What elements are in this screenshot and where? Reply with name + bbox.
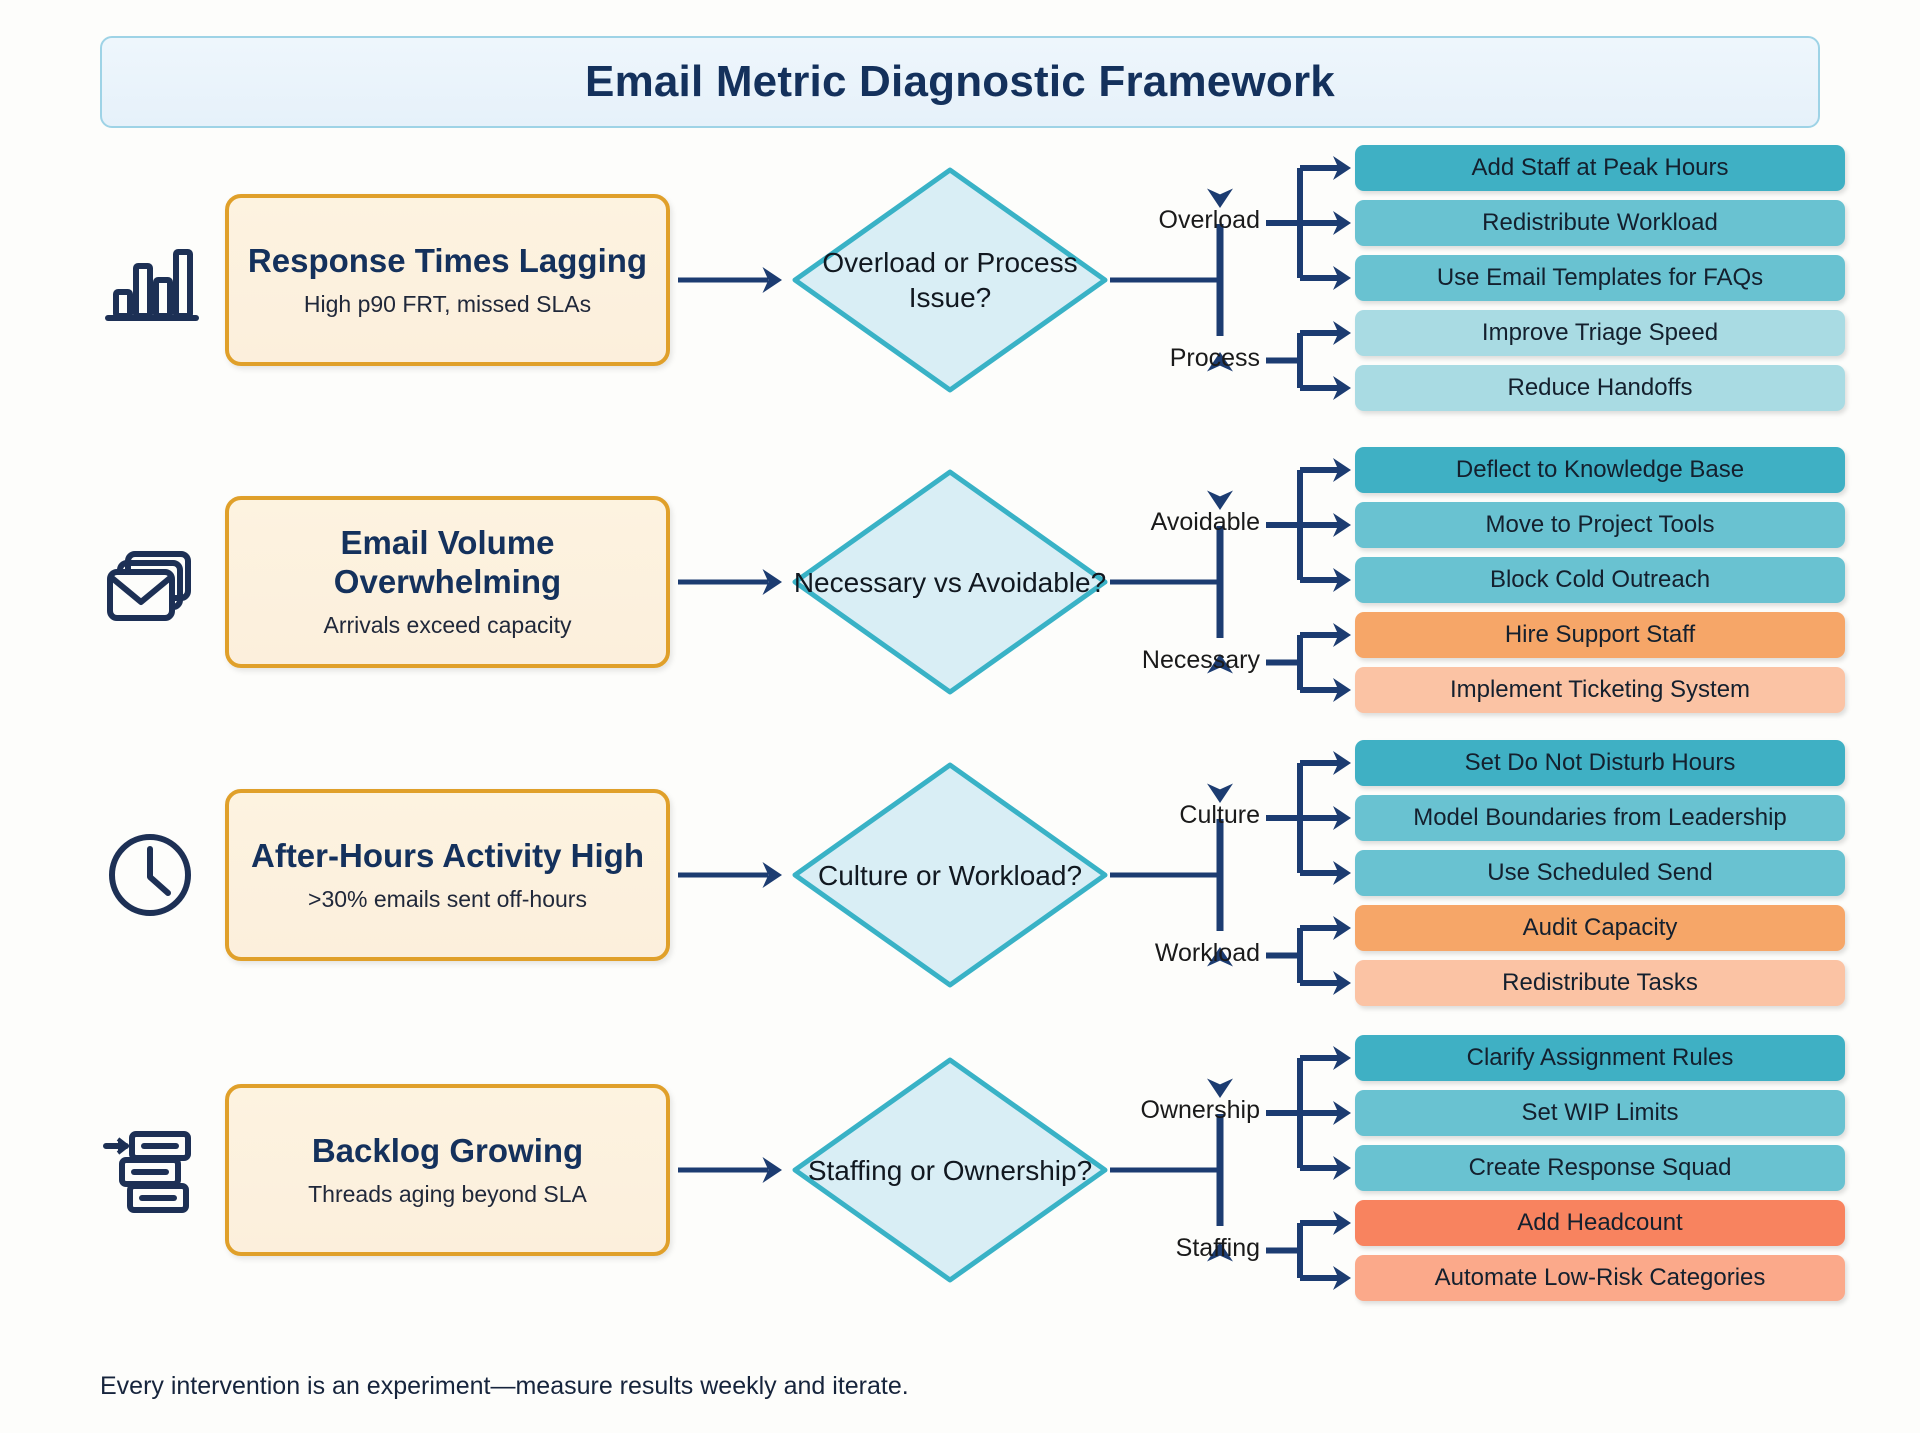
backlog-queue-icon <box>95 1115 205 1225</box>
branch-label: Ownership <box>1140 1096 1261 1124</box>
action-chip[interactable]: Deflect to Knowledge Base <box>1355 447 1845 493</box>
stacked-envelopes-icon <box>95 527 205 637</box>
action-chip[interactable]: Move to Project Tools <box>1355 502 1845 548</box>
action-chip[interactable]: Use Scheduled Send <box>1355 850 1845 896</box>
action-chip[interactable]: Create Response Squad <box>1355 1145 1845 1191</box>
problem-subtitle: Arrivals exceed capacity <box>323 612 572 639</box>
action-chip[interactable]: Automate Low-Risk Categories <box>1355 1255 1845 1301</box>
action-chip[interactable]: Set WIP Limits <box>1355 1090 1845 1136</box>
bar-chart-icon <box>95 225 205 335</box>
action-chip[interactable]: Hire Support Staff <box>1355 612 1845 658</box>
problem-title: Email Volume Overwhelming <box>333 524 562 601</box>
clock-icon <box>95 820 205 930</box>
decision-diamond[interactable]: Staffing or Ownership? <box>790 1055 1110 1285</box>
action-chip[interactable]: Clarify Assignment Rules <box>1355 1035 1845 1081</box>
problem-title: After-Hours Activity High <box>251 836 644 874</box>
branch-label: Process <box>1169 343 1260 372</box>
action-chip[interactable]: Block Cold Outreach <box>1355 557 1845 603</box>
problem-title: Response Times Lagging <box>247 241 648 279</box>
problem-title: Backlog Growing <box>311 1131 584 1169</box>
branch-label: Necessary <box>1141 645 1260 674</box>
page-title: Email Metric Diagnostic Framework <box>585 57 1335 106</box>
action-chip[interactable]: Add Staff at Peak Hours <box>1355 145 1845 191</box>
action-chip[interactable]: Redistribute Tasks <box>1355 960 1845 1006</box>
problem-subtitle: High p90 FRT, missed SLAs <box>303 290 592 317</box>
branch-label: Overload <box>1158 206 1260 234</box>
action-chip[interactable]: Implement Ticketing System <box>1355 667 1845 713</box>
action-chip[interactable]: Audit Capacity <box>1355 905 1845 951</box>
action-chip[interactable]: Set Do Not Disturb Hours <box>1355 740 1845 786</box>
branch-label: Culture <box>1179 801 1260 829</box>
action-chip[interactable]: Redistribute Workload <box>1355 200 1845 246</box>
decision-diamond[interactable]: Overload or Process Issue? <box>790 165 1110 395</box>
decision-diamond[interactable]: Culture or Workload? <box>790 760 1110 990</box>
action-chip[interactable]: Reduce Handoffs <box>1355 365 1845 411</box>
diagnostic-row: After-Hours Activity High >30% emails sen… <box>0 740 1920 1006</box>
action-chip[interactable]: Use Email Templates for FAQs <box>1355 255 1845 301</box>
action-chip[interactable]: Model Boundaries from Leadership <box>1355 795 1845 841</box>
action-chip[interactable]: Add Headcount <box>1355 1200 1845 1246</box>
footer-note: Every intervention is an experiment—meas… <box>100 1372 909 1400</box>
action-chip[interactable]: Improve Triage Speed <box>1355 310 1845 356</box>
branch-label: Avoidable <box>1150 508 1260 536</box>
problem-subtitle: Threads aging beyond SLA <box>308 1180 587 1207</box>
decision-diamond[interactable]: Necessary vs Avoidable? <box>790 467 1110 697</box>
problem-card[interactable]: After-Hours Activity High >30% emails sen… <box>225 789 670 961</box>
problem-subtitle: >30% emails sent off-hours <box>308 885 587 912</box>
page-title-banner: Email Metric Diagnostic Framework <box>100 36 1820 128</box>
branch-label: Workload <box>1154 938 1260 967</box>
branch-label: Staffing <box>1175 1233 1260 1262</box>
